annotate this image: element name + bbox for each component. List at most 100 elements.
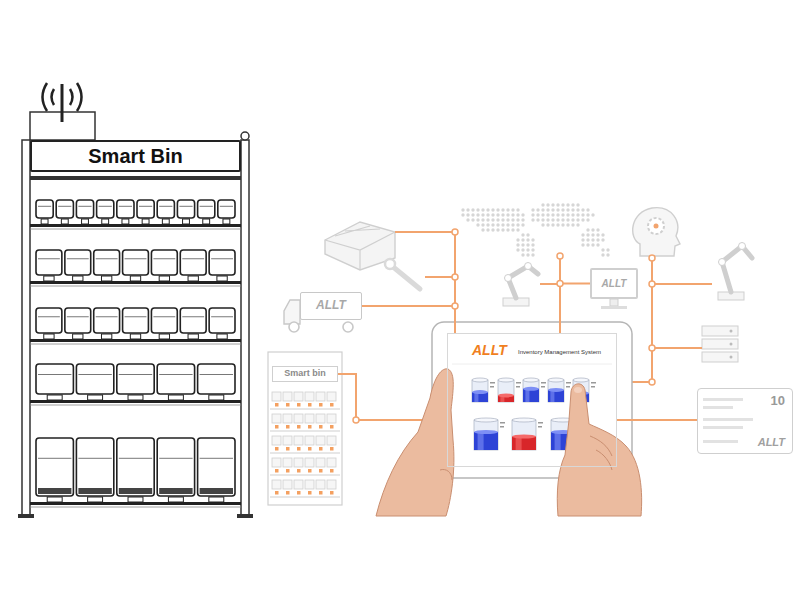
map-dot [561, 218, 564, 221]
map-dot [491, 223, 494, 226]
wire-junction [353, 417, 359, 423]
map-dot [601, 248, 604, 251]
level-tank [472, 380, 488, 402]
map-dot [601, 238, 604, 241]
small-bin [272, 436, 281, 445]
tank-tick [490, 382, 495, 384]
tank-top [498, 378, 514, 382]
bin-lip [67, 316, 89, 317]
robot-joint [525, 263, 532, 270]
shelf-rail [30, 229, 241, 230]
map-dot [501, 213, 504, 216]
bin-lip [159, 374, 192, 375]
map-dot [571, 203, 574, 206]
bin-label-card: 10ALLT [697, 388, 793, 454]
map-dot [581, 233, 584, 236]
bin-lip [96, 258, 118, 259]
server-light [730, 356, 733, 359]
bin-lip [200, 458, 233, 459]
antenna-mast [61, 84, 64, 122]
map-dot [531, 218, 534, 221]
screen-divider [452, 364, 612, 365]
map-dot [481, 208, 484, 211]
bin-lip [200, 374, 233, 375]
map-dot [501, 223, 504, 226]
small-bin-sensor [330, 425, 334, 429]
small-bin [327, 458, 336, 467]
bin-lip [119, 206, 132, 207]
map-dot [586, 243, 589, 246]
wire-junction [557, 253, 563, 259]
map-dot [566, 218, 569, 221]
small-bin-sensor [330, 491, 334, 495]
map-dot [536, 208, 539, 211]
map-dot [526, 243, 529, 246]
map-dot [516, 223, 519, 226]
map-dot [581, 238, 584, 241]
map-dot [551, 208, 554, 211]
small-bin [305, 436, 314, 445]
map-dot [546, 218, 549, 221]
bin-sensor [159, 276, 169, 281]
map-dot [516, 243, 519, 246]
bin-lip [211, 316, 233, 317]
card-line [703, 418, 753, 421]
storage-bin [123, 308, 149, 333]
tank-tick [516, 382, 521, 384]
map-dot [526, 233, 529, 236]
storage-bin [117, 364, 154, 394]
bin-sensor [159, 334, 169, 339]
map-dot [521, 233, 524, 236]
map-dot [556, 213, 559, 216]
signal-arc [52, 89, 55, 105]
small-bin-sensor [319, 491, 323, 495]
storage-bin [198, 438, 235, 496]
connector-line [617, 419, 697, 421]
tank-tick [566, 382, 571, 384]
level-shine [478, 432, 484, 450]
map-dot [501, 218, 504, 221]
storage-bin [94, 250, 120, 275]
map-dot [516, 248, 519, 251]
bin-sensor [130, 276, 140, 281]
tank-tick [500, 422, 505, 424]
tank-tick [541, 386, 545, 388]
wire-junction [452, 303, 458, 309]
bin-lip [159, 458, 192, 459]
map-dot [576, 218, 579, 221]
shelf-rail [30, 344, 241, 345]
quantity-number: 10 [771, 394, 785, 408]
small-bin [316, 436, 325, 445]
storage-bin [76, 200, 93, 218]
network-wire [395, 231, 455, 233]
map-dot [511, 208, 514, 211]
bin-lip [179, 206, 192, 207]
bin-sensor [47, 395, 62, 400]
bin-base [119, 488, 152, 494]
bin-base [38, 488, 71, 494]
storage-bin [209, 308, 235, 333]
small-rack-shelf [270, 453, 340, 454]
storage-bin [198, 364, 235, 394]
map-dot [556, 208, 559, 211]
map-dot [581, 218, 584, 221]
map-dot [516, 208, 519, 211]
bin-lip [38, 374, 71, 375]
map-dot [496, 223, 499, 226]
tank-tick [541, 382, 546, 384]
bin-lip [38, 316, 60, 317]
gear-center [654, 224, 659, 229]
tank-top [548, 378, 564, 382]
card-line [703, 440, 738, 443]
map-dot [586, 228, 589, 231]
map-dot [526, 238, 529, 241]
connector-line [560, 284, 590, 334]
signal-arc [43, 83, 48, 111]
map-dot [541, 208, 544, 211]
bin-lip [139, 206, 152, 207]
bin-sensor [183, 219, 190, 224]
map-dot [476, 208, 479, 211]
rack-shelf [30, 400, 241, 403]
bin-base [159, 488, 192, 494]
small-bin-sensor [297, 447, 301, 451]
